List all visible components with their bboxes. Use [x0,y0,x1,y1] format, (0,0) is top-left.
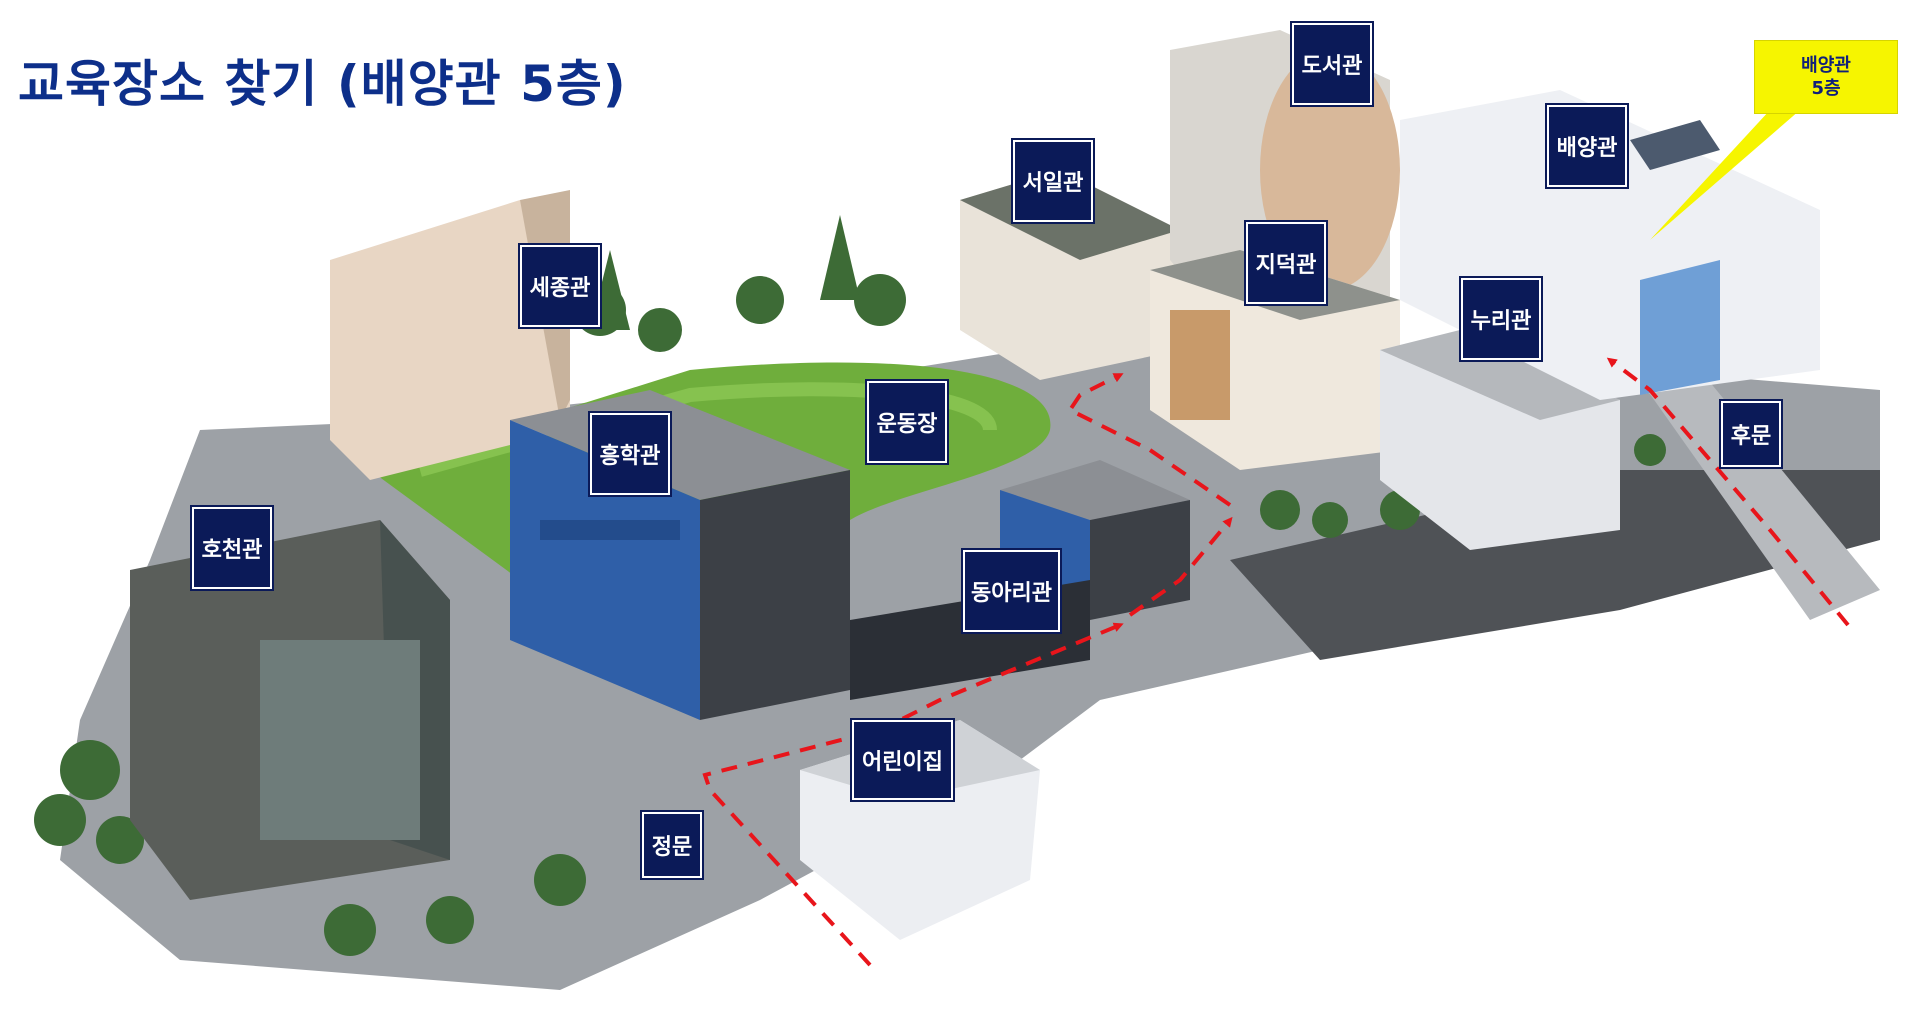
label-field[interactable]: 운동장 [865,379,949,465]
page-title: 교육장소 찾기 (배양관 5층) [18,55,627,113]
retaining-wall [1230,470,1880,660]
route-main-to-field [702,622,1124,967]
callout-floor: 5층 [1811,78,1841,99]
label-baeyang[interactable]: 배양관 [1545,103,1629,189]
callout-pointer [1650,110,1800,240]
label-jideok[interactable]: 지덕관 [1244,220,1328,306]
label-heunghak[interactable]: 흥학관 [588,411,672,497]
trees [34,215,1666,956]
label-back-gate[interactable]: 후문 [1719,399,1783,469]
label-nuri[interactable]: 누리관 [1459,276,1543,362]
back-gate-ramp [1640,370,1880,620]
destination-callout: 배양관 5층 [1754,40,1898,114]
label-hocheon[interactable]: 호천관 [190,505,274,591]
label-main-gate[interactable]: 정문 [640,810,704,880]
walking-route [702,357,1850,967]
building-hocheon [130,520,450,900]
route-back-gate [1606,357,1850,627]
label-dongari[interactable]: 동아리관 [961,548,1062,634]
route-to-seoil [1067,373,1232,507]
label-daycare[interactable]: 어린이집 [850,718,955,802]
label-sejong[interactable]: 세종관 [518,243,602,329]
building-nuri [1380,330,1620,550]
label-library[interactable]: 도서관 [1290,21,1374,107]
route-to-jideok [1128,516,1233,617]
label-seoil[interactable]: 서일관 [1011,138,1095,224]
callout-building: 배양관 [1801,54,1851,76]
